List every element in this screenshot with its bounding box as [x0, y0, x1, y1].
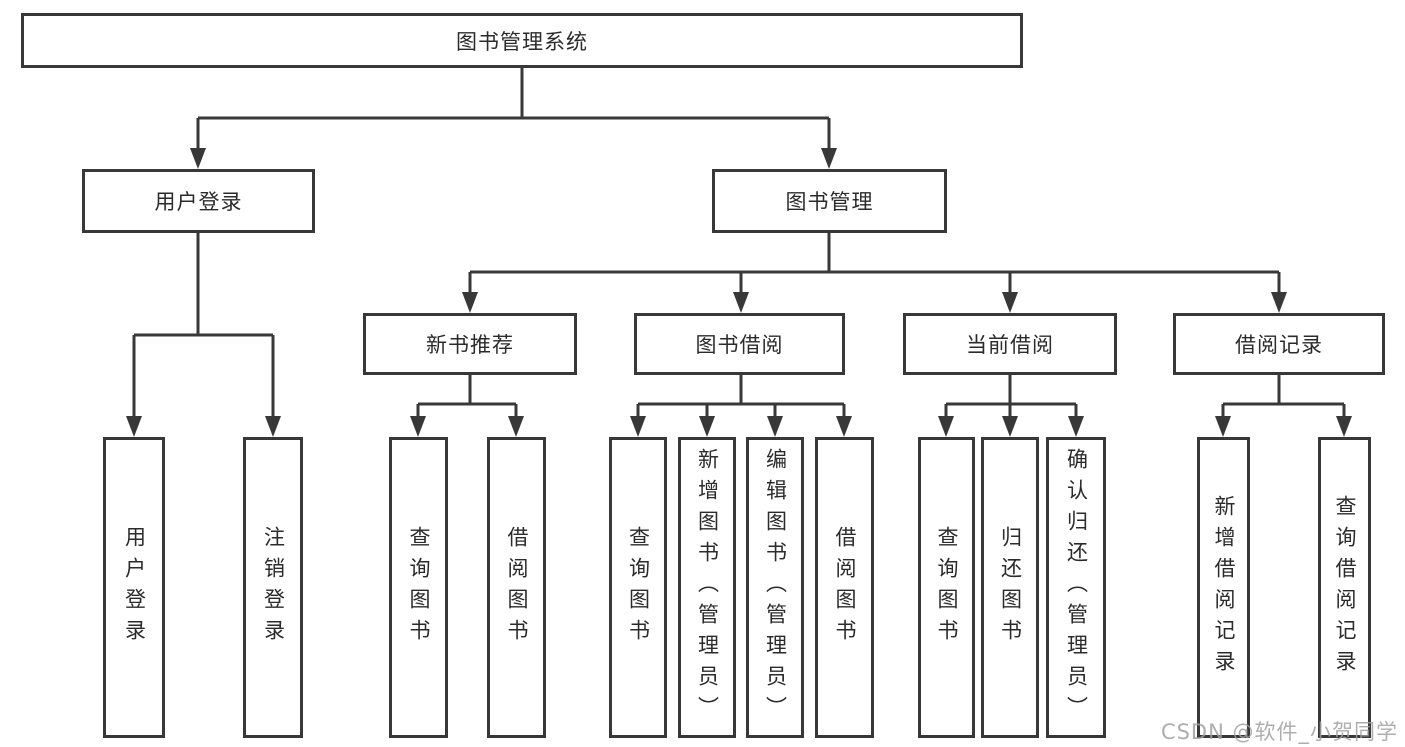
arrowhead [126, 416, 142, 437]
arrowhead [1336, 416, 1352, 437]
arrowhead [265, 416, 281, 437]
node-leaf-add-borrow-record: 新增借阅记录 [1197, 437, 1250, 738]
connector-root [196, 68, 831, 152]
node-user-login: 用户登录 [82, 169, 315, 233]
node-current-borrowing-label: 当前借阅 [966, 333, 1054, 357]
node-leaf-return-books: 归还图书 [981, 437, 1039, 738]
connector-borrow-records [1221, 375, 1346, 420]
node-leaf-logout-label: 注销登录 [261, 525, 286, 650]
node-leaf-confirm-return-admin-label: 确认归还（管理员） [1064, 448, 1089, 727]
node-leaf-add-books-admin-label: 新增图书（管理员） [695, 448, 720, 727]
node-current-borrowing: 当前借阅 [903, 313, 1117, 375]
node-leaf-query-borrow-record: 查询借阅记录 [1318, 437, 1371, 738]
node-leaf-user-login: 用户登录 [103, 437, 165, 738]
node-book-borrowing-label: 图书借阅 [695, 333, 784, 357]
arrowhead [1068, 416, 1084, 437]
node-book-management-label: 图书管理 [785, 190, 874, 214]
arrowhead [630, 416, 646, 437]
node-leaf-confirm-return-admin: 确认归还（管理员） [1046, 437, 1106, 738]
node-book-borrowing: 图书借阅 [634, 313, 845, 375]
arrowhead [1002, 416, 1018, 437]
arrowhead [733, 292, 749, 313]
node-leaf-borrow-books-2: 借阅图书 [815, 437, 874, 738]
node-leaf-user-login-label: 用户登录 [122, 525, 147, 650]
node-leaf-add-books-admin: 新增图书（管理员） [678, 437, 736, 738]
node-leaf-borrow-books-1-label: 借阅图书 [505, 525, 529, 650]
node-root-label: 图书管理系统 [456, 29, 588, 54]
arrowhead [836, 416, 852, 437]
node-leaf-query-books-3-label: 查询图书 [935, 525, 959, 650]
node-leaf-query-books-2: 查询图书 [609, 437, 667, 738]
node-leaf-query-books-1: 查询图书 [389, 437, 448, 738]
node-leaf-query-books-2-label: 查询图书 [626, 525, 651, 650]
node-leaf-borrow-books-1: 借阅图书 [487, 437, 546, 738]
arrowhead [699, 416, 715, 437]
connector-user-login [132, 233, 275, 420]
node-book-management: 图书管理 [712, 169, 947, 233]
connector-book-management [468, 233, 1281, 296]
connector-new-book [416, 375, 518, 420]
arrowhead [1271, 292, 1287, 313]
node-leaf-add-borrow-record-label: 新增借阅记录 [1212, 494, 1236, 681]
node-leaf-query-books-3: 查询图书 [918, 437, 975, 738]
node-new-book-recommend: 新书推荐 [363, 313, 577, 375]
node-leaf-return-books-label: 归还图书 [998, 525, 1023, 650]
node-borrowing-records: 借阅记录 [1173, 313, 1385, 375]
node-borrowing-records-label: 借阅记录 [1235, 333, 1323, 357]
arrowhead [190, 148, 206, 169]
arrowhead [1002, 292, 1018, 313]
connector-book-borrow [636, 375, 846, 420]
node-leaf-query-books-1-label: 查询图书 [407, 525, 431, 650]
connector-current-borrow [944, 375, 1078, 420]
arrowhead [821, 148, 837, 169]
arrowhead [462, 292, 478, 313]
node-leaf-edit-books-admin: 编辑图书（管理员） [746, 437, 804, 738]
node-root: 图书管理系统 [21, 13, 1023, 68]
node-new-book-recommend-label: 新书推荐 [426, 333, 514, 357]
arrowhead [938, 416, 954, 437]
arrowhead [410, 416, 426, 437]
node-user-login-label: 用户登录 [154, 190, 243, 214]
arrowhead [508, 416, 524, 437]
arrowhead [767, 416, 783, 437]
node-leaf-borrow-books-2-label: 借阅图书 [833, 525, 857, 650]
node-leaf-edit-books-admin-label: 编辑图书（管理员） [763, 448, 788, 727]
node-leaf-logout: 注销登录 [243, 437, 303, 738]
arrowhead [1215, 416, 1231, 437]
node-leaf-query-borrow-record-label: 查询借阅记录 [1333, 494, 1357, 681]
